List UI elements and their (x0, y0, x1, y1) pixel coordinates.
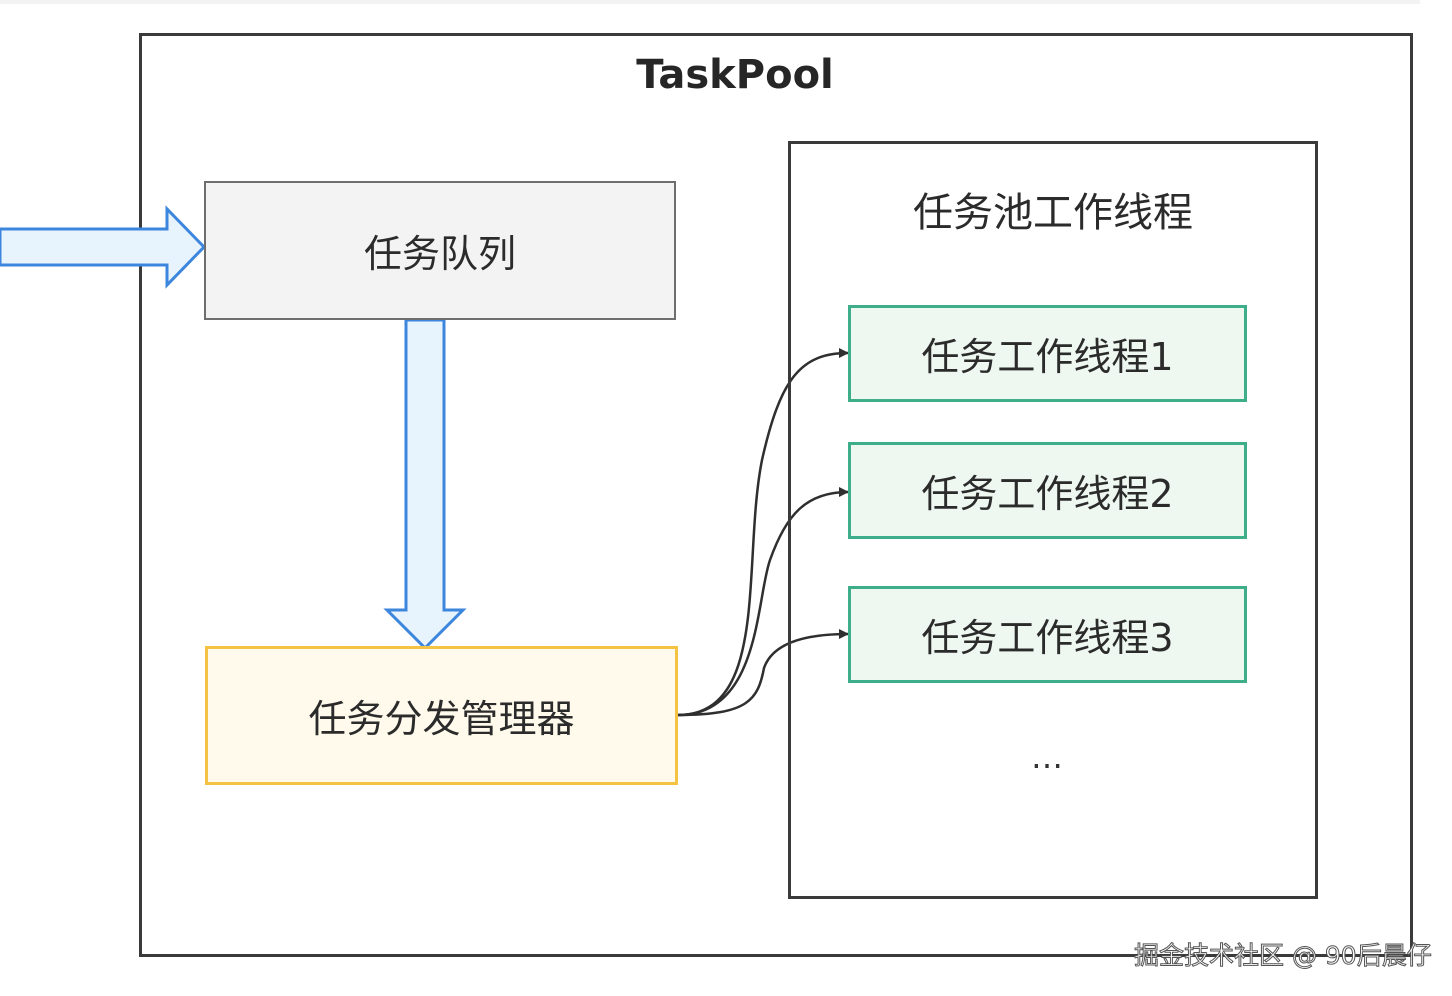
more-workers-ellipsis: … (1031, 738, 1065, 776)
task-queue-box: 任务队列 (204, 181, 676, 320)
worker-thread-3-box: 任务工作线程3 (848, 586, 1247, 683)
worker-pool-frame (788, 141, 1318, 899)
worker-thread-2-label: 任务工作线程2 (921, 472, 1174, 516)
worker-thread-2-box: 任务工作线程2 (848, 442, 1247, 539)
task-queue-label: 任务队列 (363, 232, 516, 276)
worker-thread-1-box: 任务工作线程1 (848, 305, 1247, 402)
worker-pool-title: 任务池工作线程 (913, 190, 1193, 236)
watermark: 掘金技术社区 @ 90后晨仔 (1134, 941, 1433, 971)
top-edge-strip (0, 0, 1420, 4)
worker-thread-1-label: 任务工作线程1 (921, 335, 1174, 379)
task-dispatcher-box: 任务分发管理器 (205, 646, 678, 785)
diagram-title: TaskPool (636, 52, 834, 98)
worker-thread-3-label: 任务工作线程3 (921, 616, 1174, 660)
task-dispatcher-label: 任务分发管理器 (308, 697, 575, 741)
